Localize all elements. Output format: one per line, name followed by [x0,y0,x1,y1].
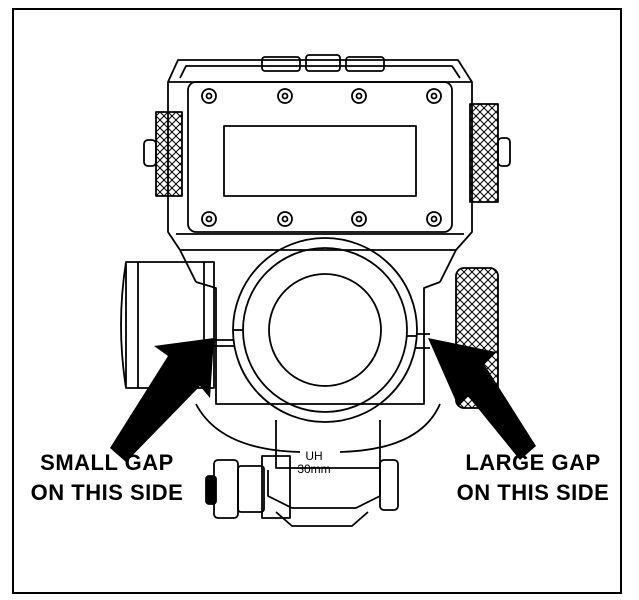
large-gap-line2: ON THIS SIDE [456,480,610,505]
top-buttons [261,54,385,72]
small-gap-caption: SMALL GAP ON THIS SIDE [22,448,192,508]
figure-frame [12,8,622,594]
mount-clamp-lever [205,459,265,519]
display-window [223,125,417,197]
mount-engraving: UH 30mm [294,450,334,476]
large-gap-line1: LARGE GAP [465,450,601,475]
right-side-knob [469,103,511,203]
housing-outline [167,59,473,251]
display-bezel [187,81,453,233]
right-arrow [428,338,536,460]
mount-base [261,420,399,527]
tube-outer [232,237,418,423]
screws [201,88,442,227]
engraving-line2: 30mm [297,462,331,476]
small-gap-line2: ON THIS SIDE [30,480,184,505]
left-side-knob [143,111,183,197]
small-gap-line1: SMALL GAP [40,450,174,475]
objective-lens [268,273,382,387]
left-arrow [110,338,214,462]
tube-ring [242,247,408,413]
large-gap-caption: LARGE GAP ON THIS SIDE [448,448,618,508]
engraving-line1: UH [305,449,323,463]
